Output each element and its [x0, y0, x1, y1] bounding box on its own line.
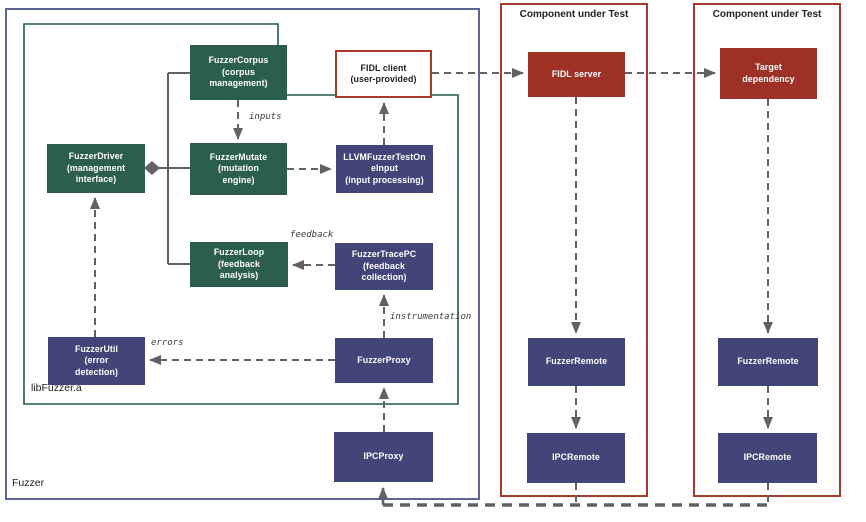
node-fuzzer-loop: FuzzerLoop (feedback analysis): [190, 242, 288, 287]
edge-label-inputs: inputs: [249, 112, 282, 122]
node-fuzzer-mutate: FuzzerMutate (mutation engine): [190, 143, 287, 195]
node-fuzzer-tracepc: FuzzerTracePC (feedback collection): [335, 243, 433, 290]
libfuzzer-container-label: libFuzzer.a: [31, 382, 82, 394]
node-fuzzer-corpus: FuzzerCorpus (corpus management): [190, 45, 287, 100]
diamond-connector: [144, 161, 160, 175]
node-fuzzer-remote-1: FuzzerRemote: [528, 338, 625, 386]
node-ipc-remote-2: IPCRemote: [718, 433, 817, 483]
node-target-dependency: Target dependency: [720, 48, 817, 99]
node-fuzzer-remote-2: FuzzerRemote: [718, 338, 818, 386]
fuzzer-container-label: Fuzzer: [12, 477, 45, 489]
node-ipc-remote-1: IPCRemote: [527, 433, 625, 483]
edge-label-instrumentation: instrumentation: [390, 312, 472, 322]
node-fuzzer-driver: FuzzerDriver (management interface): [47, 144, 145, 193]
edge-label-errors: errors: [151, 338, 184, 348]
node-llvm-fuzzer-test-one-input: LLVMFuzzerTestOn eInput (input processin…: [336, 145, 433, 193]
node-ipc-proxy: IPCProxy: [334, 432, 433, 482]
edge-label-feedback: feedback: [290, 230, 334, 240]
component-under-test-1-title: Component under Test: [519, 9, 629, 20]
node-fuzzer-proxy: FuzzerProxy: [335, 338, 433, 383]
node-fidl-client: FIDL client (user-provided): [335, 50, 432, 98]
component-under-test-2-title: Component under Test: [712, 9, 822, 20]
component-under-test-1-box: [500, 3, 648, 497]
node-fidl-server: FIDL server: [528, 52, 625, 97]
node-fuzzer-util: FuzzerUtil (error detection): [48, 337, 145, 385]
fuzzer-container-box: [5, 8, 480, 500]
libfuzzer-boundary: [23, 23, 459, 405]
